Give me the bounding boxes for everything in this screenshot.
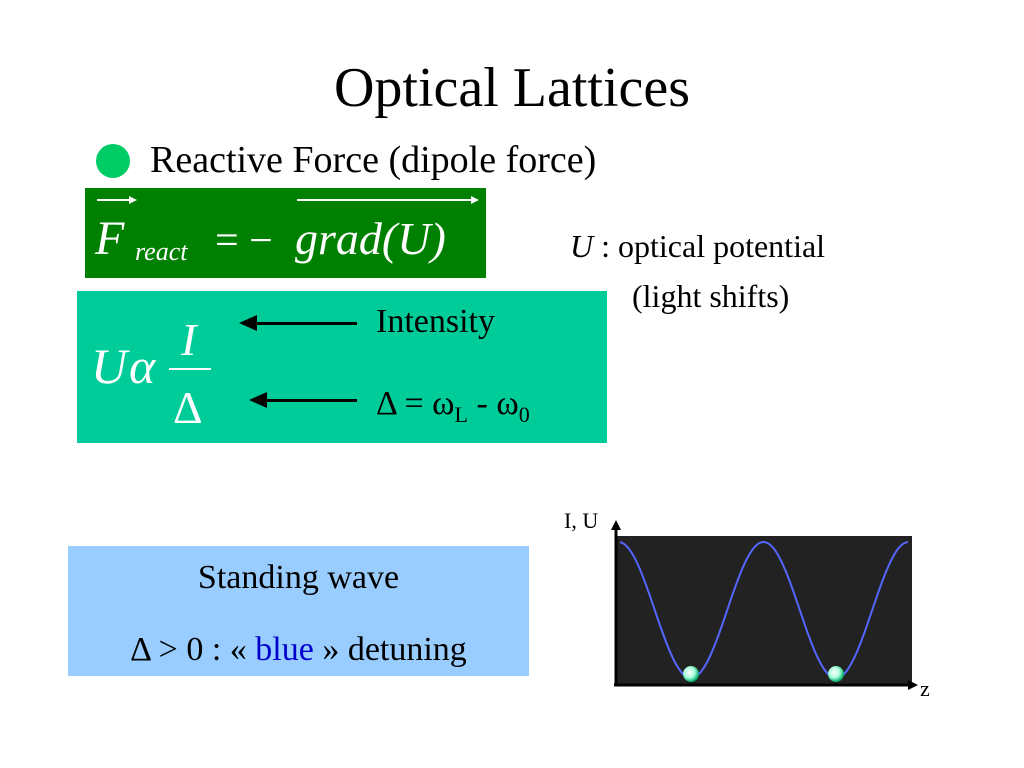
atom-ball-right xyxy=(828,666,844,682)
force-subscript: react xyxy=(135,237,188,266)
intensity-arrow-line xyxy=(257,322,357,325)
detuning-line: Δ > 0 : « blue » detuning xyxy=(68,628,529,672)
standing-wave-title: Standing wave xyxy=(197,559,400,596)
force-symbol: F xyxy=(94,212,125,265)
force-equation-box: F react = − grad(U) xyxy=(85,188,486,278)
intensity-arrow-icon xyxy=(239,315,257,331)
intensity-label: Intensity xyxy=(376,303,495,340)
omega-0-subscript: 0 xyxy=(518,401,530,427)
u-symbol: U xyxy=(91,338,130,394)
delta-arrow-line xyxy=(267,399,357,402)
standing-wave-plot: I, U z xyxy=(564,508,930,701)
y-axis-label: I, U xyxy=(564,508,598,533)
omega-l-subscript: L xyxy=(454,401,468,427)
x-axis-label: z xyxy=(920,676,930,701)
atom-ball-left xyxy=(683,666,699,682)
proportionality-formula: U α I Δ xyxy=(91,314,211,433)
force-equation: F react = − grad(U) xyxy=(94,196,479,266)
delta-mid: - ω xyxy=(468,385,519,422)
alpha-symbol: α xyxy=(129,338,157,394)
proportionality-box: U α I Δ xyxy=(77,291,607,443)
detuning-suffix: » detuning xyxy=(313,631,467,668)
delta-prefix: Δ = ω xyxy=(376,385,455,422)
wave-curve xyxy=(619,540,909,680)
slide-title: Optical Lattices xyxy=(333,57,691,119)
equals-minus: = − xyxy=(215,218,273,264)
plot-background xyxy=(616,536,912,684)
y-axis-arrow-icon xyxy=(611,520,621,530)
delta-arrow-icon xyxy=(249,392,267,408)
bullet-dot-icon xyxy=(96,144,130,178)
potential-symbol: U xyxy=(570,228,594,264)
potential-note-line1: U : optical potential xyxy=(570,222,825,270)
denominator-delta: Δ xyxy=(173,382,203,433)
numerator-i: I xyxy=(180,314,199,365)
grad-expression: grad(U) xyxy=(295,213,446,264)
detuning-prefix: Δ > 0 : « xyxy=(130,631,256,668)
delta-definition: Δ = ωL - ω0 xyxy=(376,382,530,437)
potential-note-line2: (light shifts) xyxy=(632,278,790,314)
standing-wave-box: Standing wave Δ > 0 : « blue » detuning xyxy=(68,546,529,676)
x-axis-arrow-icon xyxy=(908,680,918,690)
bullet-text: Reactive Force (dipole force) xyxy=(150,139,597,181)
potential-desc: : optical potential xyxy=(593,228,826,264)
blue-word: blue xyxy=(255,631,314,668)
